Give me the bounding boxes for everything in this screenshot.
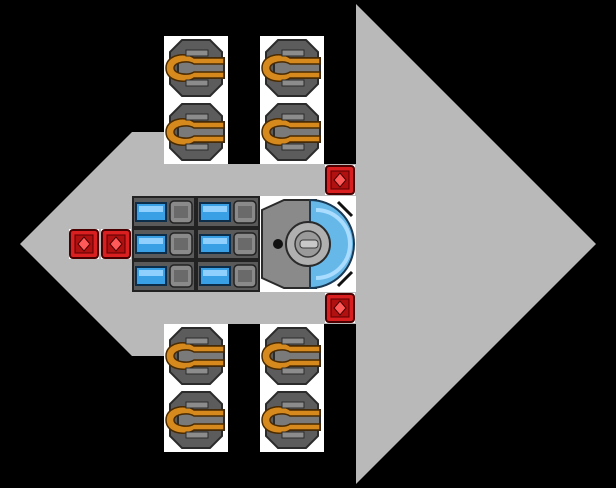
red-armor-block[interactable]: [68, 228, 100, 260]
gun-turret[interactable]: [164, 36, 228, 100]
red-armor-block-icon: [325, 165, 355, 195]
orange-gun-turret-icon: [165, 103, 225, 161]
orange-gun-turret-icon: [261, 103, 321, 161]
gun-turret[interactable]: [260, 36, 324, 100]
gun-turret[interactable]: [260, 388, 324, 452]
orange-gun-turret-icon: [261, 39, 321, 97]
red-armor-block[interactable]: [324, 164, 356, 196]
fuel-tank[interactable]: [132, 196, 196, 228]
fuel-tank[interactable]: [196, 196, 260, 228]
orange-gun-turret-icon: [261, 391, 321, 449]
blue-fuel-tank-icon: [132, 196, 196, 228]
gun-turret[interactable]: [260, 324, 324, 388]
orange-gun-turret-icon: [165, 39, 225, 97]
blue-fuel-tank-icon: [132, 260, 196, 292]
gun-turret[interactable]: [260, 100, 324, 164]
orange-gun-turret-icon: [165, 391, 225, 449]
cockpit-core[interactable]: [260, 196, 356, 292]
fuel-tank[interactable]: [132, 260, 196, 292]
fuel-tank[interactable]: [196, 260, 260, 292]
orange-gun-turret-icon: [261, 327, 321, 385]
blue-fuel-tank-icon: [132, 228, 196, 260]
gun-turret[interactable]: [164, 388, 228, 452]
cockpit-core-icon: [260, 196, 356, 292]
fuel-tank[interactable]: [132, 228, 196, 260]
red-armor-block-icon: [325, 293, 355, 323]
gun-turret[interactable]: [164, 324, 228, 388]
red-armor-block-icon: [69, 229, 99, 259]
blue-fuel-tank-icon: [196, 228, 260, 260]
blue-fuel-tank-icon: [196, 260, 260, 292]
fuel-tank[interactable]: [196, 228, 260, 260]
gun-turret[interactable]: [164, 100, 228, 164]
red-armor-block[interactable]: [324, 292, 356, 324]
red-armor-block-icon: [101, 229, 131, 259]
orange-gun-turret-icon: [165, 327, 225, 385]
blue-fuel-tank-icon: [196, 196, 260, 228]
red-armor-block[interactable]: [100, 228, 132, 260]
